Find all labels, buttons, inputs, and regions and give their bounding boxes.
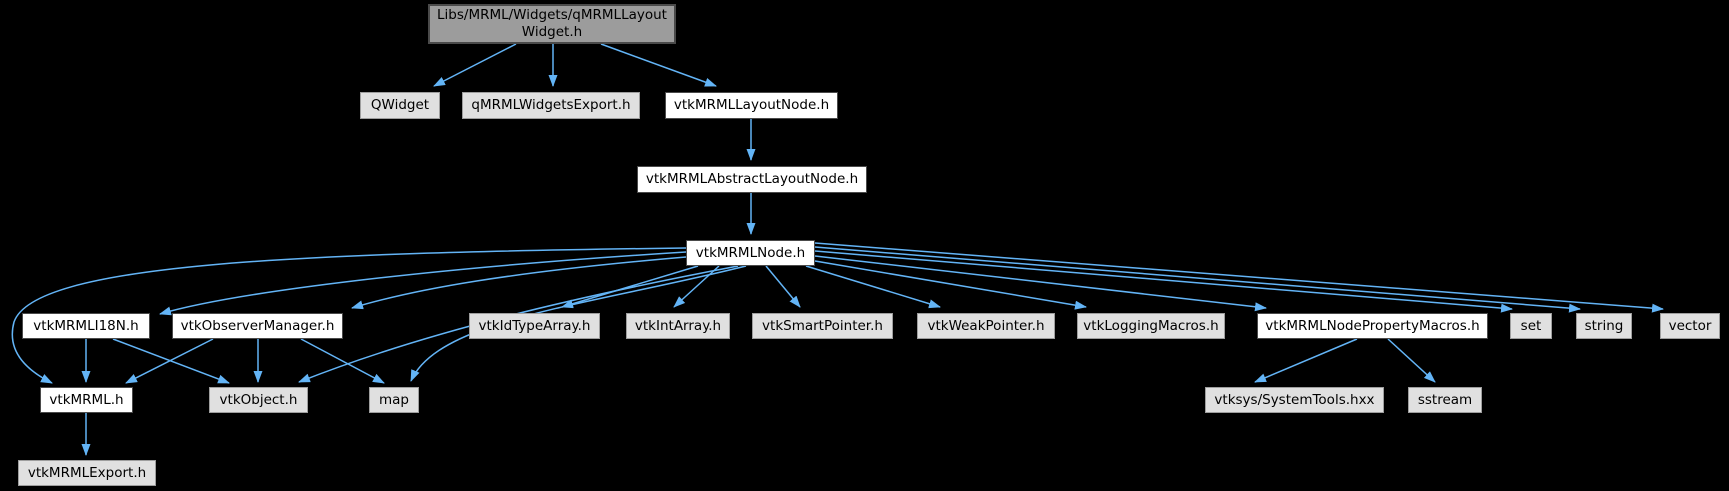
node-vtkSmartPointer-h: vtkSmartPointer.h: [752, 313, 893, 339]
edge-vtkObserverManager-h--map: [300, 338, 385, 384]
node-set: set: [1510, 313, 1552, 339]
edge-vtkMRMLNodePropertyMacros-h--sstream: [1387, 338, 1436, 383]
edge-vtkMRMLNode-h--vtkIdTypeArray-h: [561, 265, 699, 309]
node-vtkMRMLNodePropertyMacros-h[interactable]: vtkMRMLNodePropertyMacros.h: [1257, 313, 1488, 339]
node-vtkMRMLAbstractLayoutNode-h[interactable]: vtkMRMLAbstractLayoutNode.h: [637, 166, 867, 193]
edge-vtkMRMLI18N-h--vtkObject-h: [112, 338, 230, 384]
edge-vtkMRMLNode-h--vtkObserverManager-h: [351, 256, 687, 310]
node-vtkLoggingMacros-h: vtkLoggingMacros.h: [1077, 313, 1225, 339]
node-qMRMLWidgetsExport-h: qMRMLWidgetsExport.h: [462, 92, 640, 119]
node-sstream: sstream: [1408, 387, 1482, 413]
node-vtkObserverManager-h[interactable]: vtkObserverManager.h: [172, 313, 343, 339]
edge-vtkMRMLNode-h--vector: [814, 242, 1664, 313]
edge-vtkMRMLNode-h--vtkSmartPointer-h: [765, 265, 801, 308]
edge-qMRMLLayoutWidget-h--QWidget: [433, 43, 517, 87]
edge-vtkObserverManager-h--vtkMRML-h: [125, 338, 214, 384]
node-string: string: [1576, 313, 1632, 339]
node-vtkIntArray-h: vtkIntArray.h: [626, 313, 730, 339]
node-vtkMRMLLayoutNode-h[interactable]: vtkMRMLLayoutNode.h: [665, 92, 838, 119]
node-vtkObject-h: vtkObject.h: [209, 387, 308, 413]
edge-vtkMRMLNode-h--set: [814, 250, 1513, 313]
node-vtkWeakPointer-h: vtkWeakPointer.h: [917, 313, 1055, 339]
edge-qMRMLLayoutWidget-h--vtkMRMLLayoutNode-h: [600, 43, 717, 87]
node-QWidget: QWidget: [360, 92, 440, 119]
node-vtksys-SystemTools-hxx: vtksys/SystemTools.hxx: [1205, 387, 1384, 413]
node-vtkMRMLExport-h: vtkMRMLExport.h: [18, 460, 156, 486]
edge-vtkMRMLNode-h--vtkLoggingMacros-h: [814, 260, 1087, 310]
edge-vtkMRMLNode-h--string: [814, 246, 1581, 313]
node-vtkIdTypeArray-h: vtkIdTypeArray.h: [469, 313, 600, 339]
edge-vtkMRMLNodePropertyMacros-h--vtksys-SystemTools-hxx: [1254, 338, 1358, 383]
node-vector: vector: [1660, 313, 1720, 339]
edge-vtkMRMLNode-h--vtkIntArray-h: [673, 265, 720, 308]
node-qMRMLLayoutWidget-h: Libs/MRML/Widgets/qMRMLLayout Widget.h: [428, 4, 676, 44]
node-vtkMRML-h[interactable]: vtkMRML.h: [40, 387, 133, 413]
edge-vtkMRMLNode-h--vtkMRMLNodePropertyMacros-h: [814, 255, 1267, 312]
edge-vtkMRMLNode-h--vtkWeakPointer-h: [805, 265, 941, 309]
edge-vtkMRMLNode-h--vtkMRMLI18N-h: [159, 251, 687, 316]
node-vtkMRMLI18N-h[interactable]: vtkMRMLI18N.h: [22, 313, 150, 339]
node-map: map: [369, 387, 419, 413]
node-vtkMRMLNode-h[interactable]: vtkMRMLNode.h: [686, 240, 815, 266]
